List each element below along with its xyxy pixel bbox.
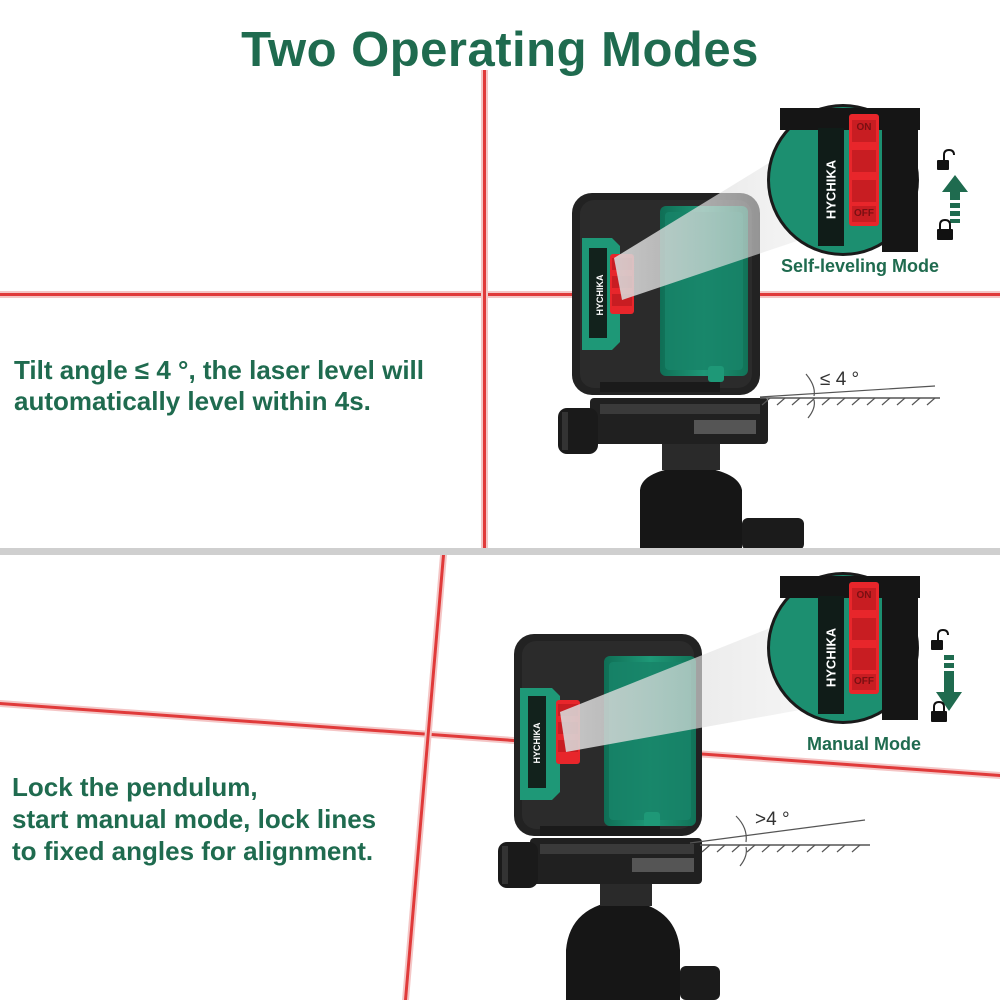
bottom-horizontal-laser <box>0 702 1000 777</box>
bottom-angle-label: >4 ° <box>755 809 790 830</box>
bottom-zoom-brand: HYCHIKA <box>823 627 839 688</box>
bottom-lock-icon <box>931 700 947 722</box>
bottom-description-line: Lock the pendulum, <box>12 772 258 802</box>
bottom-zoom-circle <box>767 572 920 724</box>
bottom-tilt-diagram <box>689 815 870 867</box>
top-tilt-diagram <box>759 373 940 419</box>
top-lock-icon <box>937 218 953 240</box>
top-unlock-icon <box>937 148 955 170</box>
top-tripod <box>558 398 804 550</box>
bottom-switch-on-label: ON <box>856 590 872 601</box>
manual-mode-label: Manual Mode <box>807 734 922 754</box>
top-device-brand: HYCHIKA <box>595 274 605 316</box>
top-switch-off-label: OFF <box>854 208 874 219</box>
self-leveling-mode-label: Self-leveling Mode <box>781 256 940 276</box>
bottom-device-brand: HYCHIKA <box>532 722 542 764</box>
bottom-description-line: to fixed angles for alignment. <box>12 836 374 866</box>
top-horizontal-laser <box>0 293 1000 296</box>
top-description-line: automatically level within 4s. <box>14 386 371 416</box>
top-angle-label: ≤ 4 ° <box>820 369 860 390</box>
top-description: Tilt angle ≤ 4 °, the laser level will a… <box>14 355 424 417</box>
top-zoom-beam <box>614 150 800 300</box>
top-vertical-laser <box>483 70 486 550</box>
bottom-vertical-laser <box>404 555 445 1000</box>
bottom-description-line: start manual mode, lock lines <box>12 804 377 834</box>
top-switch-on-label: ON <box>856 122 872 133</box>
page-title: Two Operating Modes <box>241 23 759 77</box>
bottom-laser-lines <box>0 555 1000 1000</box>
top-arrow-up-icon <box>942 175 968 223</box>
bottom-switch-off-label: OFF <box>854 676 874 687</box>
bottom-description: Lock the pendulum, start manual mode, lo… <box>12 771 376 867</box>
bottom-unlock-icon <box>931 628 949 650</box>
bottom-zoom-beam <box>560 620 800 752</box>
bottom-arrow-down-icon <box>936 655 962 711</box>
top-laser-lines <box>0 70 1000 550</box>
section-divider <box>0 548 1000 555</box>
bottom-tripod <box>498 838 720 1000</box>
top-zoom-brand: HYCHIKA <box>823 159 839 220</box>
top-zoom-circle <box>767 104 920 256</box>
top-description-line: Tilt angle ≤ 4 °, the laser level will <box>14 355 425 385</box>
